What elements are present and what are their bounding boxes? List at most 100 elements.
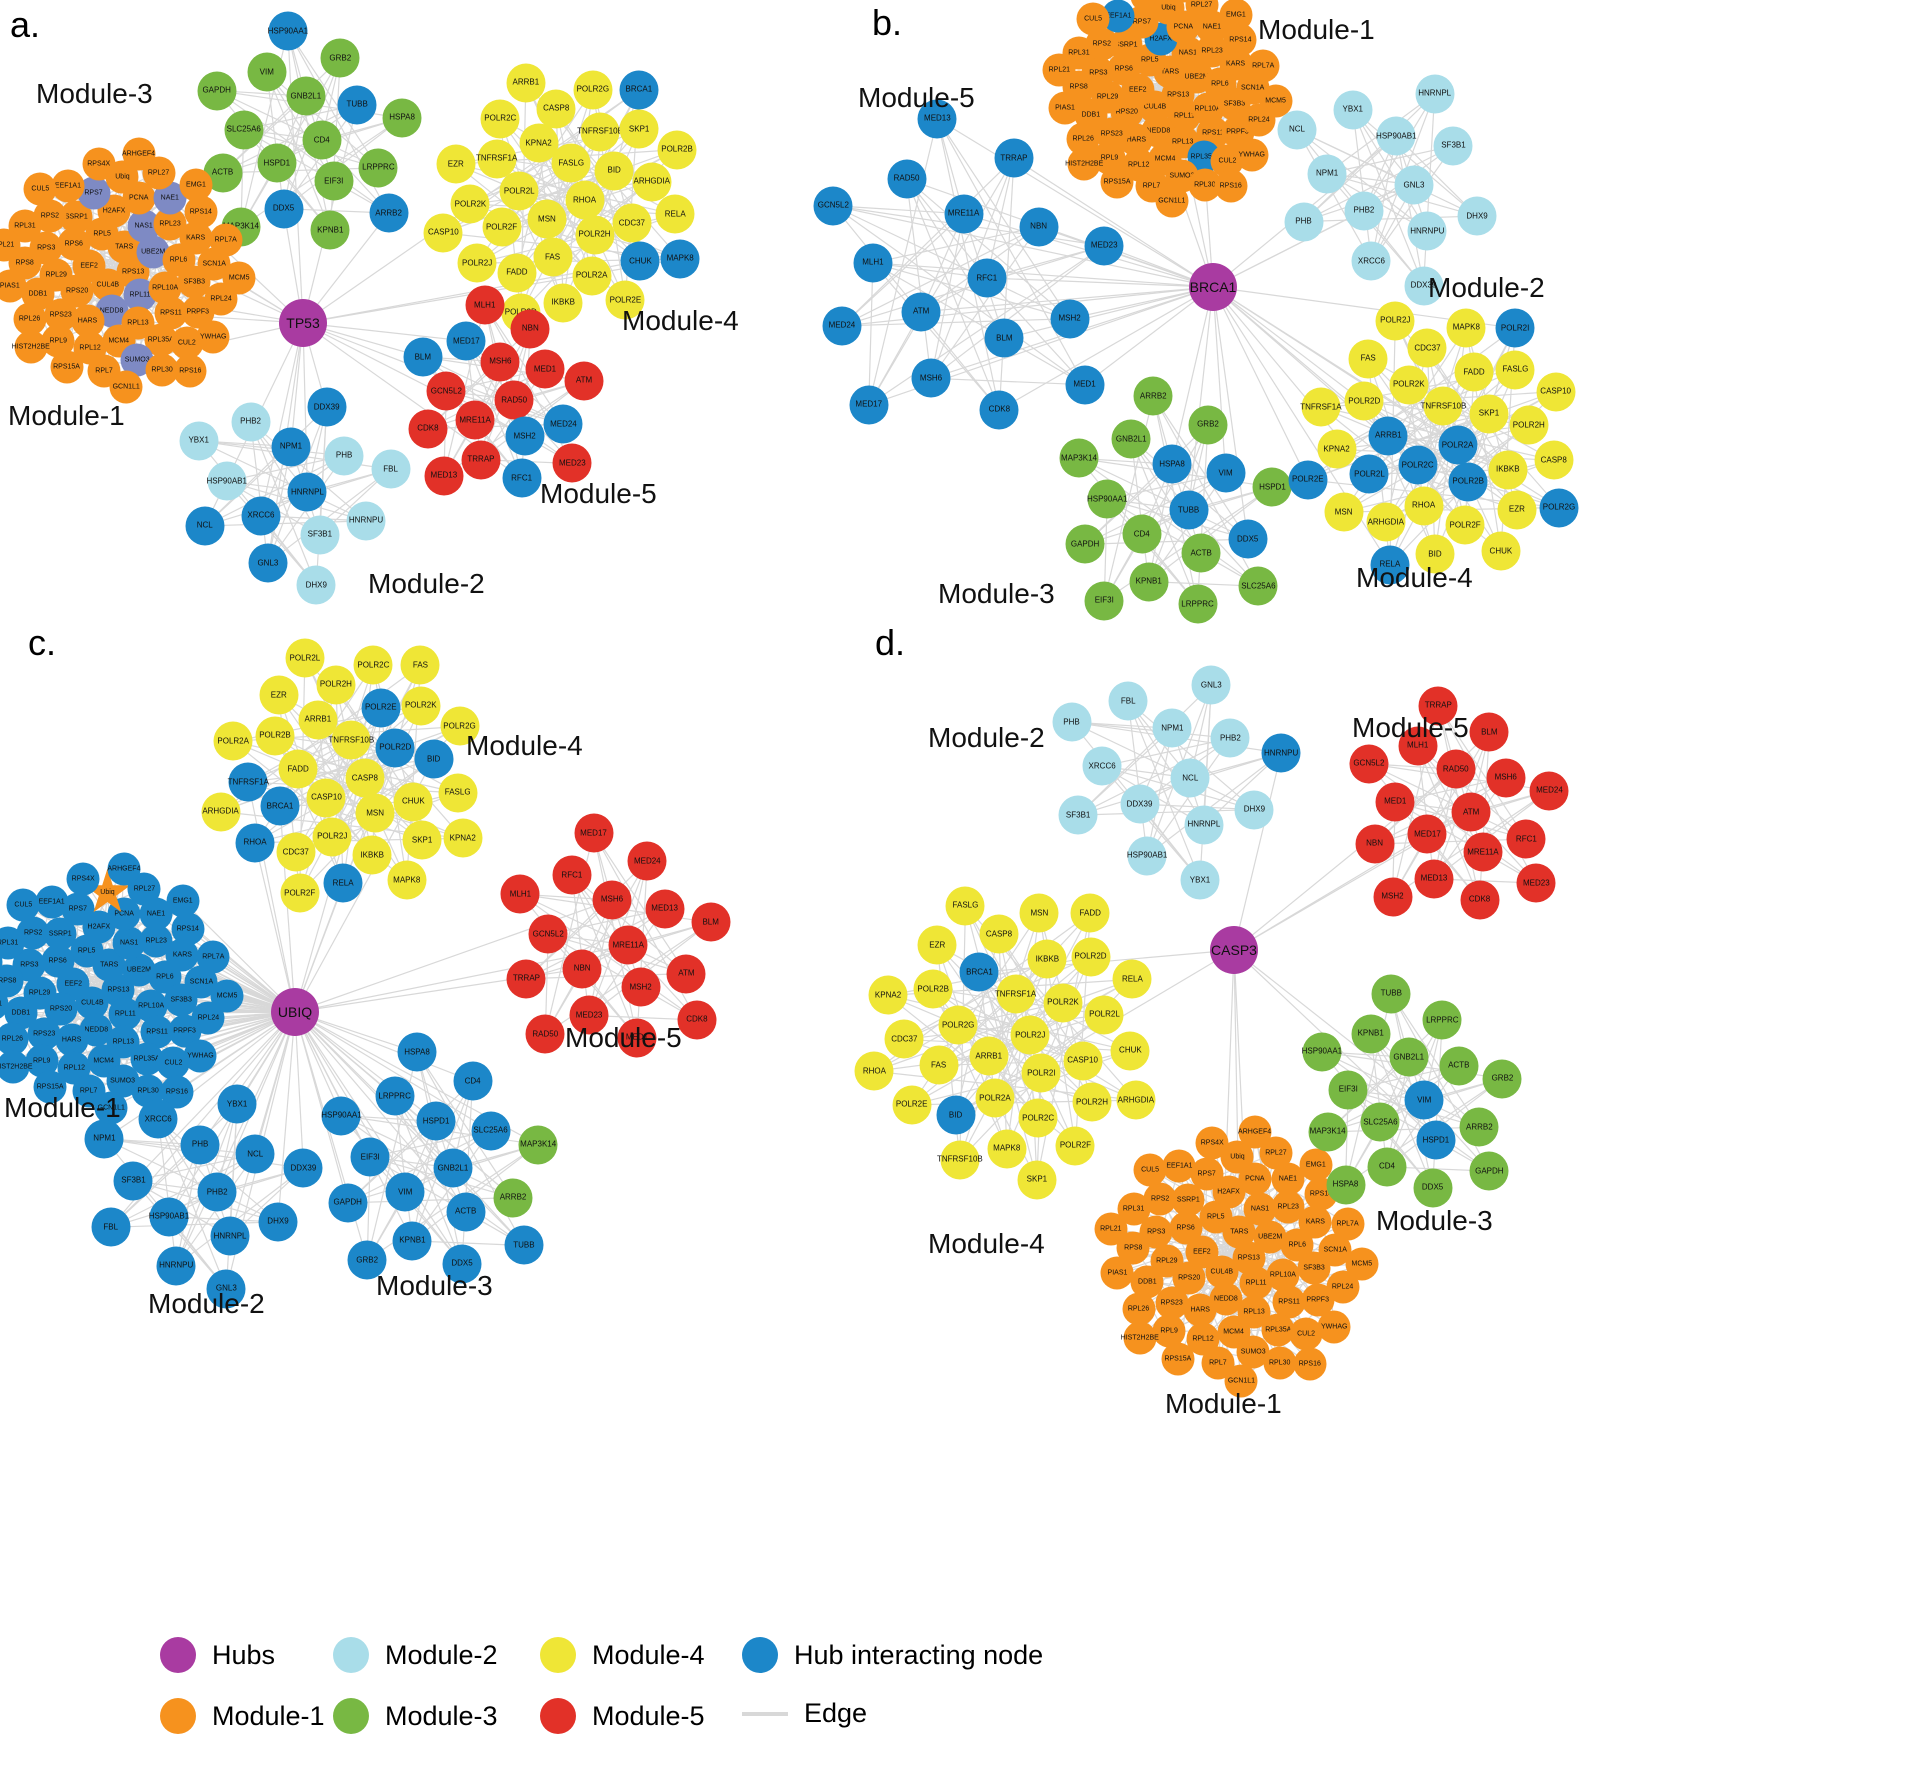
gene-node[interactable]: POLR2B: [657, 130, 697, 170]
gene-node[interactable]: POLR2B: [255, 716, 295, 756]
gene-node[interactable]: FADD: [1070, 893, 1110, 933]
gene-node[interactable]: NBN: [510, 309, 550, 349]
gene-node[interactable]: XRCC6: [1082, 746, 1122, 786]
gene-node[interactable]: MED13: [1414, 859, 1454, 899]
gene-node[interactable]: DHX9: [1457, 196, 1497, 236]
gene-node[interactable]: HSP90AB1: [1376, 116, 1417, 156]
gene-node[interactable]: ACTB: [446, 1192, 486, 1232]
gene-node[interactable]: HNRNPL: [1184, 805, 1224, 845]
gene-node[interactable]: DDX5: [1228, 519, 1268, 559]
gene-node[interactable]: BRCA1: [959, 952, 999, 992]
gene-node[interactable]: EMG1: [1219, 0, 1253, 32]
gene-node[interactable]: MSN: [355, 793, 395, 833]
gene-node[interactable]: CD4: [1122, 514, 1162, 554]
gene-node[interactable]: HNRNPU: [1261, 733, 1301, 773]
gene-node[interactable]: PHB: [1052, 702, 1092, 742]
gene-node[interactable]: ARRB2: [493, 1178, 533, 1218]
gene-node[interactable]: HNRNPU: [346, 501, 386, 541]
gene-node[interactable]: PIAS1: [1100, 1256, 1134, 1290]
gene-node[interactable]: BID: [414, 739, 454, 779]
gene-node[interactable]: POLR2C: [1398, 445, 1438, 485]
gene-node[interactable]: RPS4X: [82, 147, 116, 181]
gene-node[interactable]: ARRB1: [1368, 416, 1408, 456]
gene-node[interactable]: YWHAG: [1317, 1310, 1351, 1344]
gene-node[interactable]: RHOA: [1404, 486, 1444, 526]
gene-node[interactable]: MED13: [424, 456, 464, 496]
gene-node[interactable]: MCM5: [1345, 1247, 1379, 1281]
gene-node[interactable]: FASLG: [438, 773, 478, 813]
gene-node[interactable]: TNFRSF10B: [328, 720, 374, 760]
gene-node[interactable]: MLH1: [465, 285, 505, 325]
gene-node[interactable]: EIF3I: [1328, 1070, 1368, 1110]
gene-node[interactable]: FASLG: [1495, 350, 1535, 390]
gene-node[interactable]: DHX9: [296, 565, 336, 605]
gene-node[interactable]: RPL30: [1263, 1346, 1297, 1380]
gene-node[interactable]: MED13: [645, 889, 685, 929]
gene-node[interactable]: CD4: [453, 1061, 493, 1101]
gene-node[interactable]: ARHGDIA: [1116, 1080, 1156, 1120]
gene-node[interactable]: SF3B1: [1058, 795, 1098, 835]
gene-node[interactable]: FADD: [497, 253, 537, 293]
gene-node[interactable]: CASP10: [1063, 1041, 1103, 1081]
gene-node[interactable]: POLR2I: [1495, 308, 1535, 348]
gene-node[interactable]: RPL7A: [196, 940, 230, 974]
gene-node[interactable]: CHUK: [1481, 531, 1521, 571]
gene-node[interactable]: SKP1: [619, 109, 659, 149]
gene-node[interactable]: MED24: [627, 841, 667, 881]
gene-node[interactable]: TNFRSF10B: [937, 1140, 983, 1180]
gene-node[interactable]: MSH2: [1373, 877, 1412, 917]
gene-node[interactable]: HIST2H2BE: [1065, 147, 1103, 181]
gene-node[interactable]: EEF1A1: [1162, 1149, 1196, 1183]
gene-node[interactable]: FAS: [533, 237, 573, 277]
gene-node[interactable]: MSH6: [480, 342, 520, 382]
gene-node[interactable]: FADD: [278, 749, 318, 789]
gene-node[interactable]: POLR2E: [1288, 460, 1328, 500]
gene-node[interactable]: RPS4X: [66, 862, 100, 896]
gene-node[interactable]: LRPPRC: [1178, 584, 1218, 624]
gene-node[interactable]: MED24: [1529, 771, 1569, 811]
gene-node[interactable]: HSPA8: [382, 98, 422, 138]
gene-node[interactable]: POLR2A: [1438, 425, 1477, 465]
gene-node[interactable]: RPS15A: [50, 350, 84, 384]
gene-node[interactable]: POLR2D: [375, 728, 415, 768]
gene-node[interactable]: YBX1: [1180, 860, 1220, 900]
gene-node[interactable]: POLR2F: [280, 873, 320, 913]
gene-node[interactable]: GRB2: [1482, 1059, 1522, 1099]
gene-node[interactable]: MCM5: [210, 979, 244, 1013]
gene-node[interactable]: ATM: [1451, 792, 1491, 832]
gene-node[interactable]: CD4: [302, 120, 342, 160]
gene-node[interactable]: ACTB: [1181, 533, 1221, 573]
gene-node[interactable]: MAP3K14: [1059, 438, 1099, 478]
gene-node[interactable]: RPL21: [1042, 53, 1076, 87]
gene-node[interactable]: POLR2F: [1445, 505, 1485, 545]
gene-node[interactable]: CASP8: [345, 758, 385, 798]
gene-node[interactable]: ARHGEF4: [1238, 1115, 1271, 1149]
gene-node[interactable]: ARHGDIA: [1366, 502, 1406, 542]
gene-node[interactable]: SLC25A6: [1238, 566, 1278, 606]
gene-node[interactable]: MRE11A: [944, 194, 984, 234]
gene-node[interactable]: POLR2J: [1010, 1015, 1050, 1055]
gene-node[interactable]: SLC25A6: [224, 110, 264, 150]
gene-node[interactable]: EIF3I: [350, 1137, 390, 1177]
gene-node[interactable]: RPS6: [1169, 1211, 1203, 1245]
gene-node[interactable]: GCN5L2: [813, 186, 853, 226]
gene-node[interactable]: MED17: [849, 385, 889, 425]
gene-node[interactable]: TNFRSF1A: [228, 762, 269, 802]
gene-node[interactable]: ARRB1: [506, 63, 546, 103]
gene-node[interactable]: EMG1: [179, 168, 213, 202]
gene-node[interactable]: PHB2: [197, 1172, 237, 1212]
gene-node[interactable]: BLM: [691, 902, 731, 942]
gene-node[interactable]: RPS15A: [1100, 165, 1134, 199]
gene-node[interactable]: GNB2L1: [286, 76, 326, 116]
gene-node[interactable]: MAPK8: [1446, 308, 1486, 348]
gene-node[interactable]: KPNA2: [868, 975, 908, 1015]
gene-node[interactable]: DDX39: [283, 1148, 323, 1188]
gene-node[interactable]: PIAS1: [1048, 91, 1082, 125]
gene-node[interactable]: RPL26: [1122, 1292, 1156, 1326]
gene-node[interactable]: ARHGEF4: [1166, 0, 1200, 3]
gene-node[interactable]: HNRNPU: [156, 1246, 196, 1286]
gene-node[interactable]: PHB: [180, 1125, 220, 1165]
gene-node[interactable]: HNRNPL: [1415, 74, 1455, 114]
gene-node[interactable]: CDK8: [979, 390, 1019, 430]
gene-node[interactable]: POLR2A: [572, 256, 612, 295]
